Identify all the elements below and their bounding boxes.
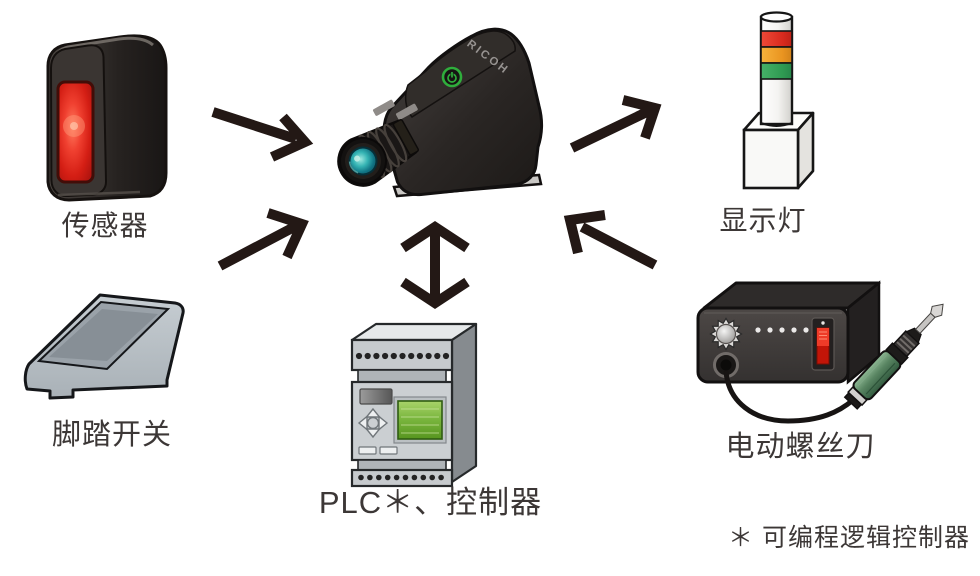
foot-switch-label: 脚踏开关 — [51, 419, 172, 451]
sensor-emitter-window — [56, 80, 95, 184]
indicator-light-illustration — [742, 11, 815, 190]
footnote: ＊ 可编程逻辑控制器 — [728, 524, 970, 552]
plc-step-bottom — [357, 459, 447, 471]
screwdriver-illustration — [696, 280, 944, 424]
nav-center — [366, 416, 380, 430]
power-button-icon — [441, 66, 463, 88]
tower-orange-segment — [760, 46, 793, 64]
sensor-glow-core — [70, 122, 78, 130]
screwdriver-label: 电动螺丝刀 — [725, 431, 876, 463]
plc-key-1 — [358, 446, 377, 455]
screwdriver-tool — [843, 303, 944, 410]
jack-hole — [720, 359, 732, 371]
tower-pole-seam — [760, 122, 793, 127]
camera-illustration: RICOH — [337, 27, 543, 198]
screwdriver-bit — [930, 303, 944, 318]
rocker-ridges — [819, 331, 827, 340]
plc-label: PLC＊、控制器 — [318, 485, 543, 520]
switch-dot — [821, 321, 825, 325]
indicator-dots — [755, 327, 809, 333]
plc-step-top — [357, 369, 447, 383]
plc-terminal-top-dots — [355, 352, 450, 360]
sensor-label: 传感器 — [61, 210, 149, 241]
tower-green-segment — [760, 62, 793, 80]
plc-nav-buttons — [357, 407, 389, 439]
indicator-light-label: 显示灯 — [719, 205, 807, 236]
cable — [723, 370, 855, 424]
arrow-camera-plc-bidirectional — [400, 221, 470, 309]
camera-body — [382, 27, 543, 197]
arrow-foot-switch-to-camera — [217, 208, 309, 271]
plc-side-face — [450, 322, 478, 484]
camera-pad-2 — [395, 103, 418, 120]
arrow-camera-to-indicator-light — [569, 95, 662, 153]
tower-cap — [759, 11, 794, 23]
plc-screen-lines — [401, 408, 439, 434]
plc-terminal-bottom-dots — [358, 474, 444, 481]
camera-lens — [337, 119, 419, 187]
tower-red-segment — [760, 30, 793, 48]
camera-pad-1 — [372, 99, 395, 116]
sensor-bottom-edge — [57, 190, 141, 197]
dial-knob-center — [715, 323, 737, 345]
foot-switch-illustration — [23, 293, 185, 400]
plc-key-2 — [379, 446, 398, 455]
tower-base-front — [742, 128, 800, 190]
sensor-illustration — [46, 34, 168, 202]
plc-terminal-bottom — [350, 468, 454, 488]
arrow-sensor-to-camera — [211, 107, 314, 162]
foot-switch-pedal-inset — [49, 309, 158, 361]
rocker-top — [817, 328, 829, 346]
plc-status-window — [359, 388, 393, 405]
arrow-screwdriver-to-camera — [563, 210, 658, 270]
screwdriver-shaft — [914, 312, 936, 335]
plc-illustration — [350, 322, 478, 488]
